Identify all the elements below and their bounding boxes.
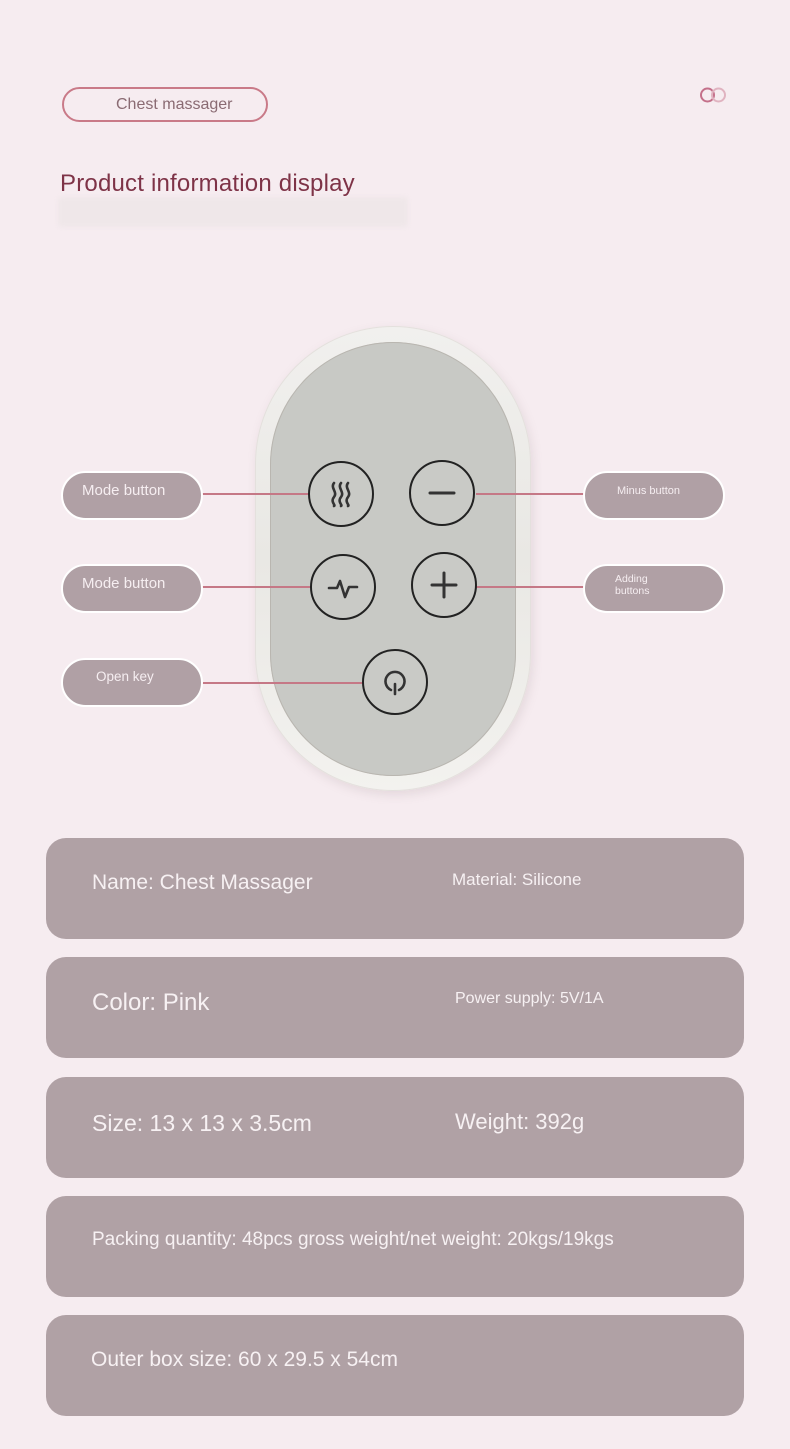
pulse-wave-icon [327, 579, 359, 599]
callout-label: Mode button [82, 575, 166, 592]
power-icon [384, 670, 406, 696]
spec-card-size-weight: Size: 13 x 13 x 3.5cm Weight: 392g [46, 1077, 744, 1178]
minus-icon [428, 491, 456, 495]
spec-power-supply: Power supply: 5V/1A [455, 990, 604, 1007]
leader-line-mode-2 [202, 586, 312, 588]
title-underlay [58, 197, 408, 227]
callout-adding-buttons: Adding buttons [583, 564, 725, 613]
spec-outer-box: Outer box size: 60 x 29.5 x 54cm [91, 1348, 398, 1371]
heat-waves-icon [331, 481, 351, 508]
spec-name: Name: Chest Massager [92, 871, 313, 894]
leader-line-plus [476, 586, 586, 588]
callout-mode-button-1: Mode button [61, 471, 203, 520]
category-tag-label: Chest massager [116, 96, 233, 113]
callout-label: Open key [96, 669, 154, 684]
pulse-mode-key[interactable] [310, 554, 376, 620]
spec-card-color-power: Color: Pink Power supply: 5V/1A [46, 957, 744, 1058]
double-ring-logo-icon [700, 87, 726, 103]
callout-open-key: Open key [61, 658, 203, 707]
callout-minus-button: Minus button [583, 471, 725, 520]
callout-mode-button-2: Mode button [61, 564, 203, 613]
spec-packing: Packing quantity: 48pcs gross weight/net… [92, 1229, 614, 1250]
callout-label: Adding buttons [615, 573, 650, 597]
power-key[interactable] [362, 649, 428, 715]
callout-label: Minus button [617, 485, 680, 497]
category-tag: Chest massager [62, 87, 268, 122]
leader-line-minus [476, 493, 586, 495]
spec-weight: Weight: 392g [455, 1109, 585, 1134]
callout-label: Mode button [82, 482, 166, 499]
plus-key[interactable] [411, 552, 477, 618]
spec-color: Color: Pink [92, 989, 210, 1016]
spec-material: Material: Silicone [452, 870, 582, 889]
minus-key[interactable] [409, 460, 475, 526]
plus-icon [430, 571, 458, 599]
spec-card-outer-box: Outer box size: 60 x 29.5 x 54cm [46, 1315, 744, 1416]
spec-size: Size: 13 x 13 x 3.5cm [92, 1110, 312, 1136]
page-title: Product information display [60, 170, 355, 197]
heat-mode-key[interactable] [308, 461, 374, 527]
leader-line-mode-1 [202, 493, 310, 495]
leader-line-open-key [202, 682, 364, 684]
spec-card-packing: Packing quantity: 48pcs gross weight/net… [46, 1196, 744, 1297]
spec-card-name-material: Name: Chest Massager Material: Silicone [46, 838, 744, 939]
